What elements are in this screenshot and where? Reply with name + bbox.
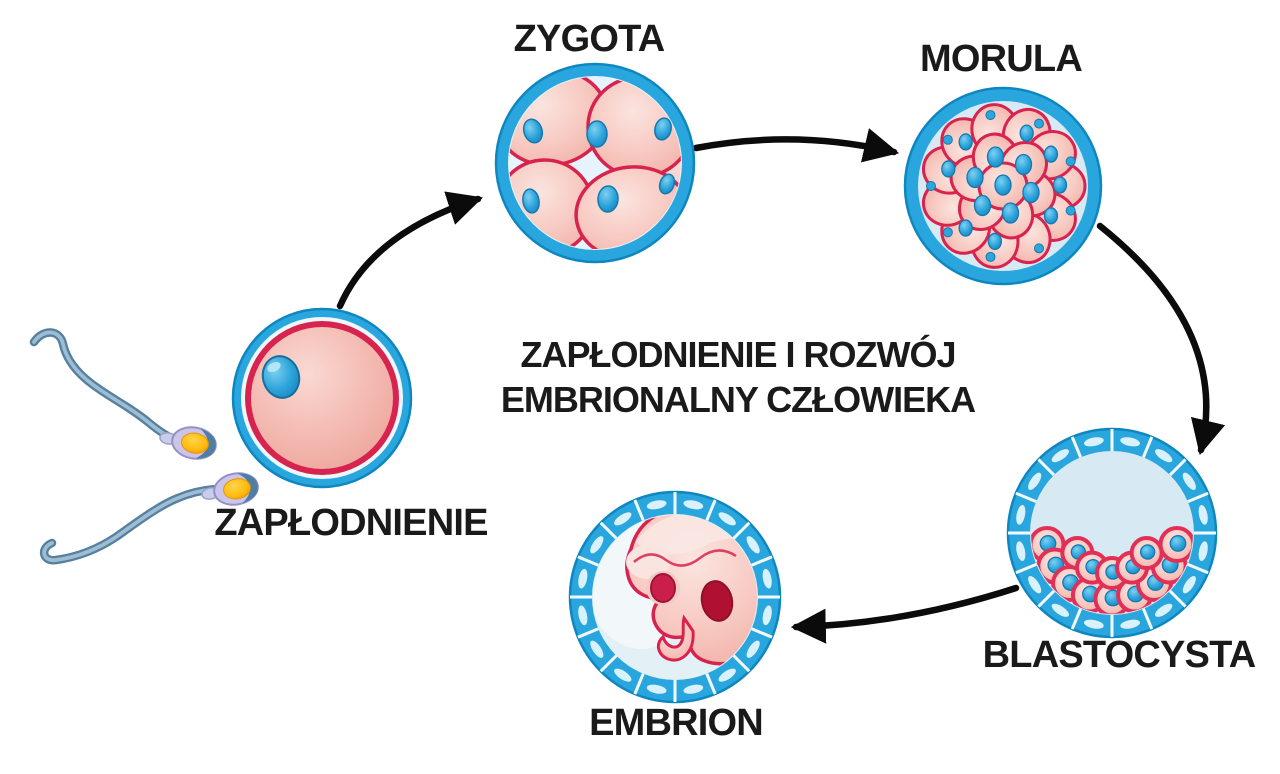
diagram-title-line1: ZAPŁODNIENIE I ROZWÓJ bbox=[520, 334, 956, 375]
zygote-illustration bbox=[494, 62, 696, 264]
sperm-cell-1 bbox=[29, 328, 217, 460]
label-morula: MORULA bbox=[920, 38, 1083, 80]
label-blastocysta: BLASTOCYSTA bbox=[982, 634, 1257, 676]
blastocyst-illustration bbox=[1006, 427, 1218, 639]
sperm-tail bbox=[29, 328, 183, 446]
trophoblast-ring bbox=[1008, 429, 1216, 637]
diagram-title-line2: EMBRIONALNY CZŁOWIEKA bbox=[500, 379, 976, 420]
embryo-tail bbox=[656, 614, 695, 662]
embryo-membrane-ring bbox=[570, 492, 780, 702]
label-zaplodnienie: ZAPŁODNIENIE bbox=[214, 502, 488, 544]
sperm-tail-highlight bbox=[32, 330, 180, 443]
sperm-head-cap bbox=[195, 428, 216, 459]
sperm-tail-highlight bbox=[42, 487, 218, 562]
arrow-fertilization-to-zygote bbox=[336, 191, 484, 310]
sperm-head-cap bbox=[237, 473, 258, 504]
sperm-cells-illustration bbox=[29, 328, 259, 565]
inner-cell-mass bbox=[1031, 525, 1193, 614]
sperm-acrosome bbox=[223, 478, 251, 500]
label-zygota: ZYGOTA bbox=[513, 18, 666, 60]
flow-arrows bbox=[336, 128, 1226, 644]
embryo-illustration bbox=[568, 490, 782, 704]
morula-illustration bbox=[903, 86, 1103, 286]
zygote-nuclei bbox=[522, 117, 676, 214]
sperm-acrosome bbox=[181, 432, 209, 454]
embryo-eye-spot bbox=[650, 573, 676, 603]
label-embrion: EMBRION bbox=[589, 702, 764, 744]
egg-cell-illustration bbox=[231, 307, 413, 489]
arrow-zygote-to-morula bbox=[692, 128, 900, 163]
sperm-cell-2 bbox=[40, 472, 259, 565]
embryo-heart-spot bbox=[700, 580, 734, 622]
sperm-tail bbox=[40, 484, 221, 565]
arrow-blastocyst-to-embryo bbox=[790, 584, 1020, 644]
diagram-title: ZAPŁODNIENIE I ROZWÓJ EMBRIONALNY CZŁOWI… bbox=[500, 332, 976, 422]
arrow-morula-to-blastocyst bbox=[1096, 222, 1226, 456]
